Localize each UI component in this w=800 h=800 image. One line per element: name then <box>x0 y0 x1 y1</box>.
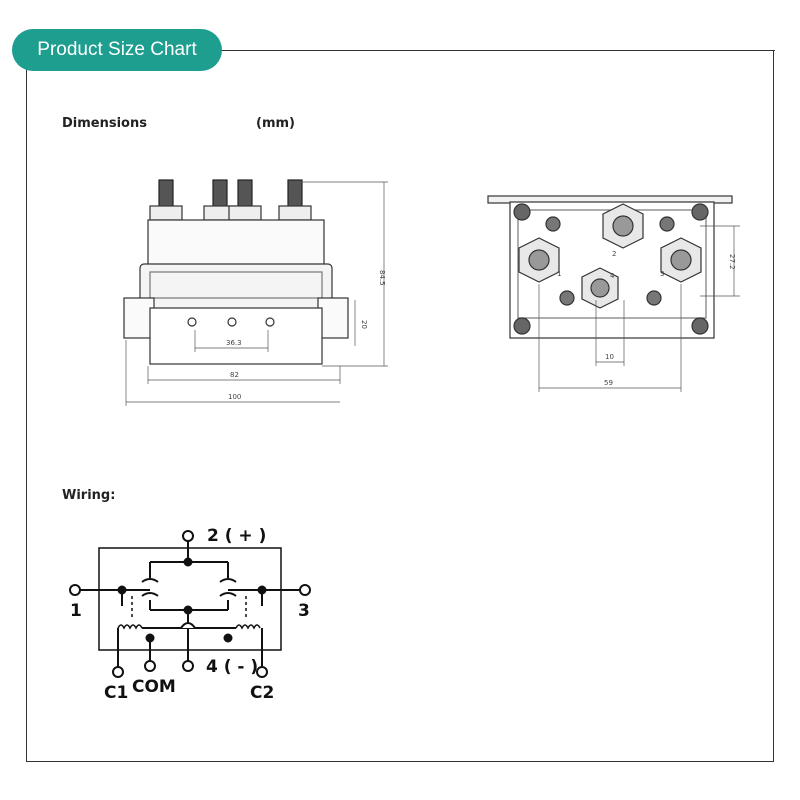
stud-3 <box>228 179 262 221</box>
stud-1 <box>149 179 183 221</box>
page-title: Product Size Chart <box>12 29 222 71</box>
dimensions-heading: Dimensions <box>62 116 147 131</box>
label-t2: 2 ( + ) <box>207 526 266 546</box>
top-terminal-4: 4 <box>610 272 615 280</box>
wiring-diagram <box>69 530 311 678</box>
dim-lower: 20 <box>360 320 368 329</box>
top-terminal-2: 2 <box>612 250 616 258</box>
label-com: COM <box>132 677 176 697</box>
dim-pitch: 36.3 <box>226 339 242 347</box>
label-t4: 4 ( - ) <box>206 657 258 677</box>
header-rule <box>210 50 775 51</box>
dim-offset: 10 <box>605 353 614 361</box>
top-view <box>487 195 740 392</box>
top-terminal-3: 3 <box>660 270 664 278</box>
label-c1: C1 <box>104 683 128 703</box>
label-t1: 1 <box>70 601 82 621</box>
dim-overall: 100 <box>228 393 241 401</box>
front-view <box>123 179 388 406</box>
stud-4 <box>278 179 312 221</box>
top-terminal-1: 1 <box>557 270 561 278</box>
dim-height: 84.5 <box>378 270 386 286</box>
label-c2: C2 <box>250 683 274 703</box>
wiring-heading: Wiring: <box>62 488 116 503</box>
label-t3: 3 <box>298 601 310 621</box>
dimensions-unit: (mm) <box>256 116 295 131</box>
dim-width: 59 <box>604 379 613 387</box>
dim-vertical: 27.2 <box>728 254 736 270</box>
dim-inner: 82 <box>230 371 239 379</box>
